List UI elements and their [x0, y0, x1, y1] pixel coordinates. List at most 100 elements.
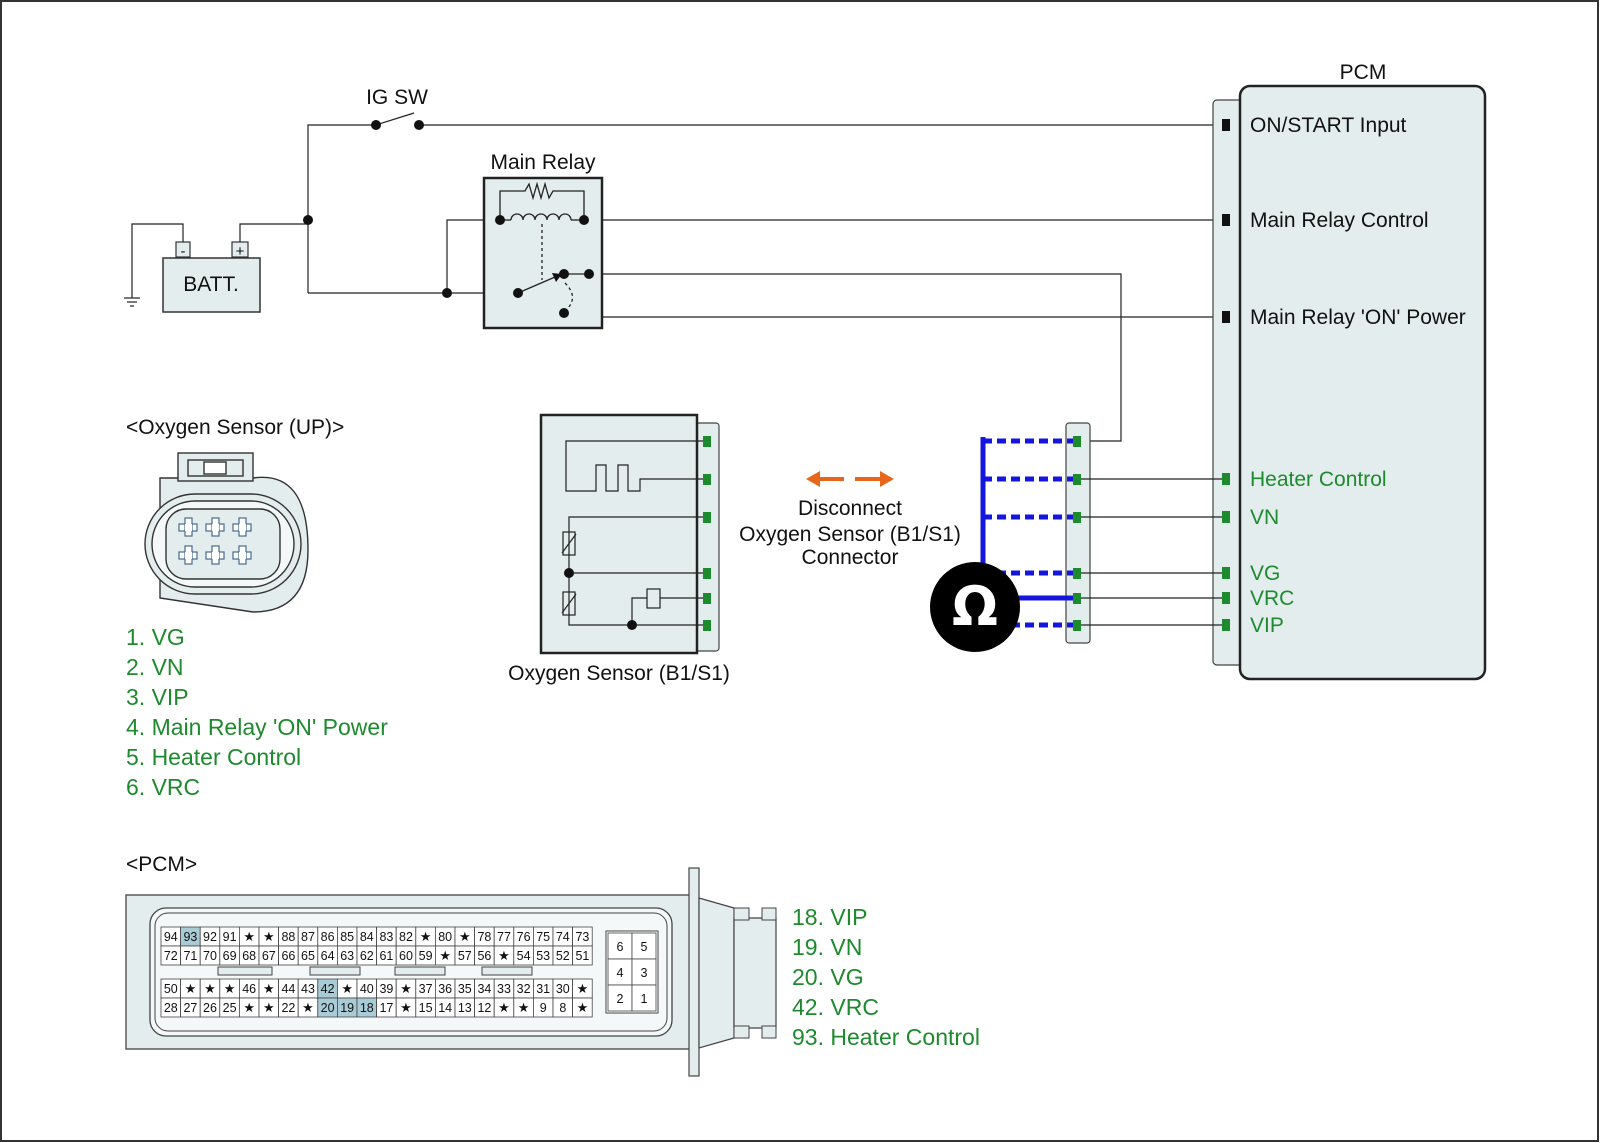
pcm-pin-number: 8: [559, 1001, 566, 1015]
pcm-pin-number: 56: [477, 949, 491, 963]
pcm-pin-description: 93. Heater Control: [792, 1024, 980, 1050]
pcm-pin-number: ★: [577, 1000, 589, 1015]
pcm-pin-description: 18. VIP: [792, 904, 867, 930]
pcm-pin-number: 28: [164, 1001, 178, 1015]
pcm-terminal-label: VRC: [1250, 587, 1294, 610]
pcm-pin-number: 18: [360, 1001, 374, 1015]
battery-box: [162, 257, 261, 313]
pcm-pin-number: 63: [340, 949, 354, 963]
pcm-pin-number: 50: [164, 982, 178, 996]
pcm-connector-strip: [1212, 99, 1244, 666]
pcm-pin-number: 32: [517, 982, 531, 996]
pcm-pin-number: 64: [321, 949, 335, 963]
pcm-pin-number: 62: [360, 949, 374, 963]
battery-negative-sign: -: [181, 243, 186, 260]
pin-cavity-icon: [205, 545, 225, 565]
pcm-pin-number: 94: [164, 930, 178, 944]
pcm-pin-number: 46: [242, 982, 256, 996]
pcm-pin-number: 82: [399, 930, 413, 944]
sensor-pins: [703, 436, 711, 631]
o2-pin-description: 3. VIP: [126, 684, 189, 710]
o2-pin-description: 2. VN: [126, 654, 184, 680]
pcm-small-pin-number: 1: [641, 992, 648, 1006]
pcm-small-pin-number: 2: [617, 992, 624, 1006]
sensor-body: [539, 413, 699, 655]
pcm-terminal-label: VG: [1250, 562, 1280, 585]
pcm-small-pin-cell: [631, 932, 657, 960]
ig-sw-contact-a: [371, 120, 381, 130]
pin-cavity-icon: [178, 517, 198, 537]
battery-positive-sign: +: [236, 243, 245, 260]
pcm-pin-number: 25: [223, 1001, 237, 1015]
pcm-pin-cell: [572, 997, 593, 1018]
pcm-pin-number: 30: [556, 982, 570, 996]
pin-cavity-icon: [232, 545, 252, 565]
pcm-pin-number: 78: [477, 930, 491, 944]
pcm-pin-number: 73: [575, 930, 589, 944]
pcm-pin-number: 75: [536, 930, 550, 944]
pcm-pin-number: ★: [204, 981, 216, 996]
pcm-pin-description: 20. VG: [792, 964, 864, 990]
pcm-pin-number: 42: [321, 982, 335, 996]
pcm-pin-number: 92: [203, 930, 217, 944]
pcm-pin-number: 70: [203, 949, 217, 963]
battery-label: BATT.: [183, 273, 239, 296]
pcm-pin-number: 33: [497, 982, 511, 996]
pcm-pin-number: 17: [379, 1001, 393, 1015]
pcm-pin-number: 9: [540, 1001, 547, 1015]
pcm-pin-number: 69: [223, 949, 237, 963]
pcm-terminal-label: VIP: [1250, 614, 1284, 637]
oxygen-sensor-b1s1: Oxygen Sensor (B1/S1): [508, 413, 730, 685]
pcm-pin-number: 72: [164, 949, 178, 963]
pcm-pin-description: 42. VRC: [792, 994, 879, 1020]
disconnect-text-1: Disconnect: [798, 497, 902, 520]
pcm-pin-number: ★: [498, 948, 510, 963]
disconnect-text-3: Connector: [802, 546, 899, 569]
pcm-pin-number: ★: [341, 981, 353, 996]
pcm-pin-number: ★: [263, 1000, 275, 1015]
pcm-terminal-label: Main Relay Control: [1250, 209, 1429, 232]
junction-dot: [303, 215, 313, 225]
pcm-pin-description: 19. VN: [792, 934, 862, 960]
pcm-pin-number: 34: [477, 982, 491, 996]
pcm-small-pin-number: 5: [641, 940, 648, 954]
wires: [239, 112, 1222, 442]
pcm-pin-number: 39: [379, 982, 393, 996]
pcm-pin-number: 59: [419, 949, 433, 963]
pcm-pin-number: ★: [439, 948, 451, 963]
oxygen-sensor-b1s1-label: Oxygen Sensor (B1/S1): [508, 662, 730, 685]
pcm-pin-number: ★: [498, 1000, 510, 1015]
ig-sw-contact-b: [414, 120, 424, 130]
harness-wires: [1077, 478, 1222, 626]
pcm-title: PCM: [1340, 61, 1387, 84]
pcm-pin-number: 15: [419, 1001, 433, 1015]
pcm-pin-number: 60: [399, 949, 413, 963]
disconnect-arrows: [806, 471, 894, 487]
pcm-terminal-pin: [1222, 567, 1230, 579]
pcm-terminal-pin: [1222, 214, 1230, 226]
disconnect-text-2: Oxygen Sensor (B1/S1): [739, 523, 961, 546]
pcm-pin-number: 71: [183, 949, 197, 963]
o2-pin-description: 6. VRC: [126, 774, 200, 800]
pcm-pin-number: ★: [243, 1000, 255, 1015]
ohmmeter-icon: [930, 562, 1020, 652]
pcm-pin-number: 36: [438, 982, 452, 996]
pcm-pin-number: 67: [262, 949, 276, 963]
pcm-pin-number: 68: [242, 949, 256, 963]
harness-connector-strip: [1065, 422, 1091, 644]
pcm-pin-number: 74: [556, 930, 570, 944]
pcm-terminal-label: ON/START Input: [1250, 114, 1407, 137]
ohm-symbol: Ω: [952, 575, 998, 638]
pcm-terminal-label: Main Relay 'ON' Power: [1250, 306, 1466, 329]
pcm-pin-number: 85: [340, 930, 354, 944]
pcm-pin-number: ★: [420, 929, 432, 944]
pcm-pin-number: ★: [243, 929, 255, 944]
pcm-pin-number: 88: [281, 930, 295, 944]
pcm-pin-number: ★: [185, 981, 197, 996]
ig-sw-label: IG SW: [366, 86, 428, 109]
pcm-pin-number: 86: [321, 930, 335, 944]
o2-pin-description: 4. Main Relay 'ON' Power: [126, 714, 388, 740]
